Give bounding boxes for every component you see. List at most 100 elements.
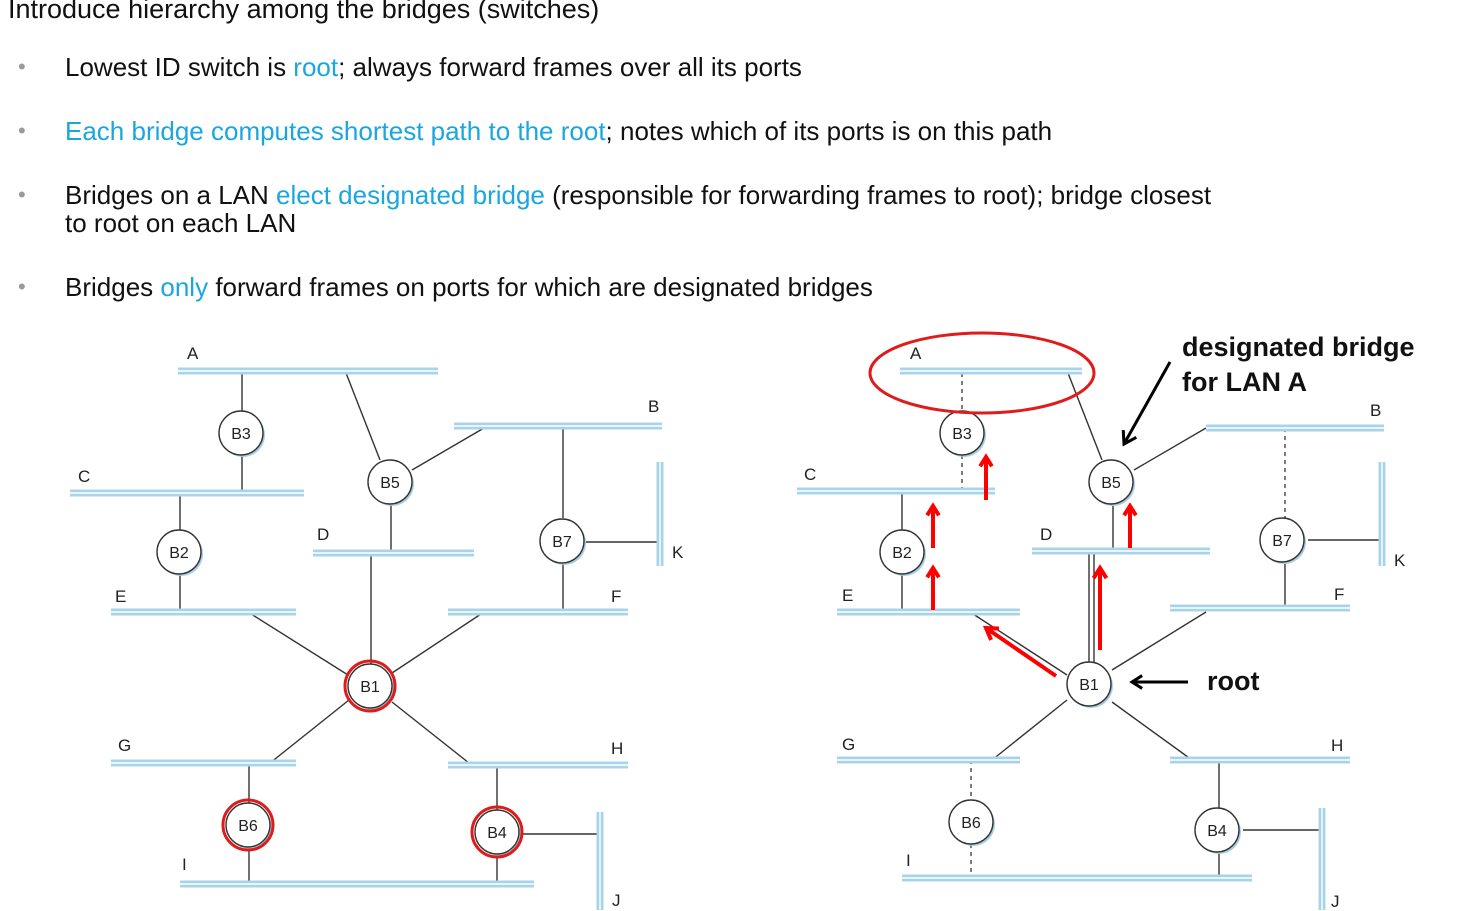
highlighted-term: Each bridge computes shortest path to th… — [65, 116, 606, 146]
bullet-dot: • — [18, 118, 26, 143]
bridge-B6 — [225, 802, 271, 848]
bridge-B5 — [1088, 459, 1134, 505]
link-B5-to-B — [411, 427, 485, 471]
bridge-B6-label: B6 — [238, 818, 258, 835]
link-B5-to-B — [1133, 427, 1207, 471]
highlighted-term: elect designated bridge — [276, 180, 545, 210]
lan-label-J: J — [1331, 892, 1340, 911]
bridge-B5-label: B5 — [380, 475, 400, 492]
bridge-B3-label: B3 — [952, 426, 972, 443]
red-arrow-b5-head — [1122, 502, 1138, 517]
bridge-B7 — [1259, 517, 1305, 563]
link-B1-to-F — [1111, 611, 1207, 671]
link-B5-to-A — [1067, 372, 1103, 461]
bullet-segment: forward frames on ports for which are de… — [208, 272, 873, 302]
bridge-B7-label: B7 — [1272, 533, 1292, 550]
annotation-root: root — [1207, 666, 1259, 696]
bridge-B4-label: B4 — [487, 825, 507, 842]
bullet-segment: ; always forward frames over all its por… — [338, 52, 802, 82]
lan-label-G: G — [118, 736, 131, 755]
bridge-B1 — [347, 663, 393, 709]
bridge-B4 — [1194, 807, 1240, 853]
lan-label-C: C — [804, 465, 816, 484]
bridge-B2-label: B2 — [169, 545, 189, 562]
bridge-B4 — [474, 809, 520, 855]
lan-label-F: F — [1334, 585, 1344, 604]
red-arrow-b1-up-head — [1091, 564, 1109, 580]
link-B1-to-H — [391, 701, 470, 764]
bridge-B7 — [539, 518, 585, 564]
slide-heading: Introduce hierarchy among the bridges (s… — [8, 0, 600, 24]
bullet-segment: Bridges — [65, 272, 161, 302]
lan-label-A: A — [187, 344, 199, 363]
red-arrow-b3-head — [978, 453, 994, 468]
bridge-B6 — [948, 799, 994, 845]
lan-label-C: C — [78, 467, 90, 486]
lan-label-D: D — [1040, 525, 1052, 544]
bullet-segment: ; notes which of its ports is on this pa… — [605, 116, 1053, 146]
bullet-dot: • — [18, 274, 26, 299]
bridge-B5 — [367, 459, 413, 505]
lan-label-I: I — [182, 855, 187, 874]
bridge-B1-label: B1 — [360, 679, 380, 696]
bullet-text: Bridges on a LAN elect designated bridge… — [65, 180, 1211, 240]
red-arrow-b2-up-head — [925, 502, 941, 517]
bridge-B5-label: B5 — [1101, 475, 1121, 492]
lan-label-F: F — [611, 587, 621, 606]
annotation-designated-line1: designated bridge — [1182, 332, 1415, 362]
lan-label-J: J — [612, 891, 621, 910]
lan-label-E: E — [115, 587, 126, 606]
bullet-text: Each bridge computes shortest path to th… — [65, 116, 1052, 146]
link-B1-to-G — [991, 699, 1068, 761]
designated-pointer-arrow-shaft — [1122, 361, 1172, 445]
lan-label-H: H — [611, 739, 623, 758]
bullet-dot: • — [18, 182, 26, 207]
red-arrow-b1-diag-shaft — [984, 626, 1058, 678]
bullet-text: Bridges only forward frames on ports for… — [65, 272, 873, 302]
red-arrow-b2-low-head — [925, 564, 941, 579]
lan-label-I: I — [906, 851, 911, 870]
designated-pointer-arrow-head — [1121, 429, 1138, 447]
highlight-ring-B1 — [343, 659, 397, 713]
lan-label-E: E — [842, 586, 853, 605]
root-pointer-arrow-head — [1129, 674, 1143, 690]
link-B1-to-E — [247, 611, 349, 676]
bridge-B1-label: B1 — [1079, 677, 1099, 694]
highlighted-term: root — [293, 52, 339, 82]
link-B1-to-G — [269, 699, 350, 764]
bullet-segment: Bridges on a LAN — [65, 180, 277, 210]
link-B1-to-E — [969, 611, 1068, 676]
highlight-ring-B4 — [221, 798, 275, 852]
bridge-B2 — [879, 529, 925, 575]
bullet-segment: Lowest ID switch is — [65, 52, 294, 82]
lan-label-H: H — [1331, 736, 1343, 755]
red-arrow-b1-diag-head — [982, 625, 1000, 641]
bridge-B4-label: B4 — [1207, 823, 1227, 840]
lan-label-K: K — [1394, 551, 1406, 570]
bullet-segment: (responsible for forwarding frames to ro… — [544, 180, 1212, 210]
lan-label-A: A — [910, 344, 922, 363]
bridge-B2 — [156, 529, 202, 575]
link-B1-to-F — [391, 611, 485, 674]
bullet-text: Lowest ID switch is root; always forward… — [65, 52, 802, 82]
highlight-ring-B6 — [470, 805, 524, 859]
annotation-designated-line2: for LAN A — [1182, 367, 1307, 397]
lan-label-G: G — [842, 735, 855, 754]
link-B1-to-H — [1111, 701, 1193, 761]
lan-label-D: D — [317, 525, 329, 544]
bullet-segment: to root on each LAN — [65, 208, 297, 238]
lan-label-B: B — [648, 397, 659, 416]
bullet-dot: • — [18, 54, 26, 79]
highlighted-term: only — [160, 272, 209, 302]
bridge-B3 — [218, 410, 264, 456]
lan-a-highlight-ellipse — [868, 331, 1096, 415]
lan-label-B: B — [1370, 401, 1381, 420]
bridge-B7-label: B7 — [552, 534, 572, 551]
link-B5-to-A — [345, 372, 381, 461]
bridge-B3-label: B3 — [231, 426, 251, 443]
lan-label-K: K — [672, 543, 684, 562]
bridge-B6-label: B6 — [961, 815, 981, 832]
